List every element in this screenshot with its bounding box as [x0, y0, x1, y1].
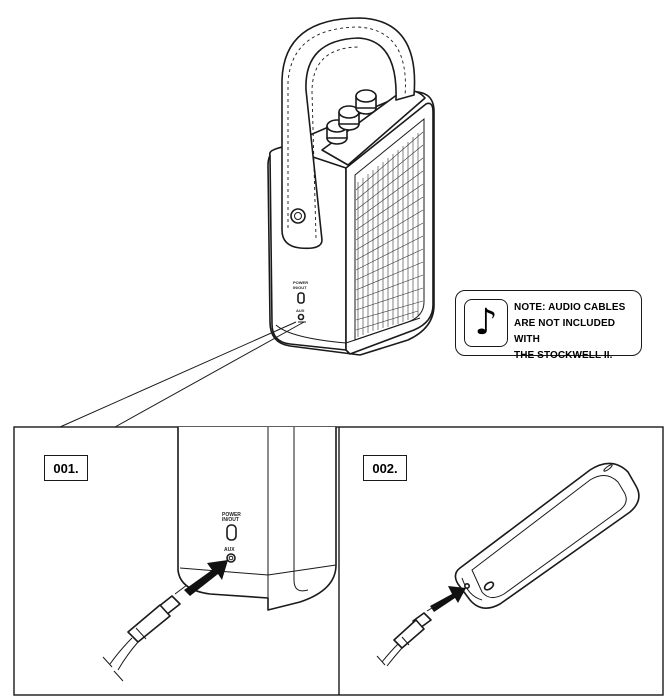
insert-arrow-2: [430, 586, 466, 612]
svg-text:POWER: POWER: [222, 512, 241, 518]
svg-text:IN/OUT: IN/OUT: [222, 517, 239, 523]
svg-text:AUX: AUX: [224, 547, 235, 553]
note-line-2: ARE NOT INCLUDED WITH: [514, 318, 616, 345]
insert-arrow-1: [184, 560, 228, 596]
aux-cable-2: [376, 604, 438, 667]
control-knobs: [326, 89, 377, 145]
aux-cable-1: [102, 584, 188, 682]
smartphone-illustration: [454, 462, 640, 609]
note-box: ♪ NOTE: AUDIO CABLES ARE NOT INCLUDED WI…: [455, 290, 642, 361]
note-text: NOTE: AUDIO CABLES ARE NOT INCLUDED WITH…: [514, 300, 639, 364]
carry-strap: [281, 17, 416, 250]
svg-text:IN/OUT: IN/OUT: [293, 285, 307, 290]
svg-text:AUX: AUX: [296, 308, 305, 313]
note-line-3: THE STOCKWELL II.: [514, 350, 613, 361]
speaker-illustration: POWER IN/OUT AUX: [267, 17, 435, 356]
zoom-callout-lines: [59, 321, 306, 428]
note-line-1: NOTE: AUDIO CABLES: [514, 302, 626, 313]
step-label-001: 001.: [44, 455, 88, 481]
music-note-icon: ♪: [464, 299, 508, 347]
speaker-grille: [355, 131, 424, 337]
svg-text:POWER: POWER: [293, 280, 308, 285]
step-label-002: 002.: [363, 455, 407, 481]
